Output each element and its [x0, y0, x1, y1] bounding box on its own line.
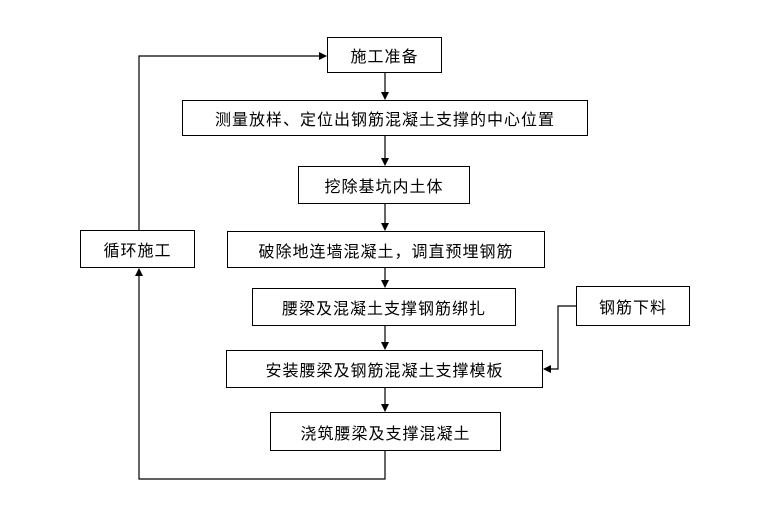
node-bind-rebar: 腰梁及混凝土支撑钢筋绑扎: [252, 288, 516, 326]
node-cycle-construction: 循环施工: [80, 230, 195, 268]
node-pour-concrete: 浇筑腰梁及支撑混凝土: [270, 412, 501, 451]
arrow-cycle-to-prepare: [138, 52, 327, 230]
node-survey-layout: 测量放样、定位出钢筋混凝土支撑的中心位置: [182, 100, 588, 136]
node-rebar-cutting: 钢筋下料: [576, 286, 690, 326]
node-install-formwork: 安装腰梁及钢筋混凝土支撑模板: [226, 350, 543, 388]
arrow-pour-to-cycle: [135, 268, 386, 480]
node-construction-preparation: 施工准备: [327, 37, 442, 73]
arrow-rebar-cutting-to-formwork: [543, 305, 576, 373]
node-break-diaphragm-wall: 破除地连墙混凝土，调直预埋钢筋: [227, 231, 545, 268]
node-excavate-soil: 挖除基坑内土体: [298, 166, 470, 204]
